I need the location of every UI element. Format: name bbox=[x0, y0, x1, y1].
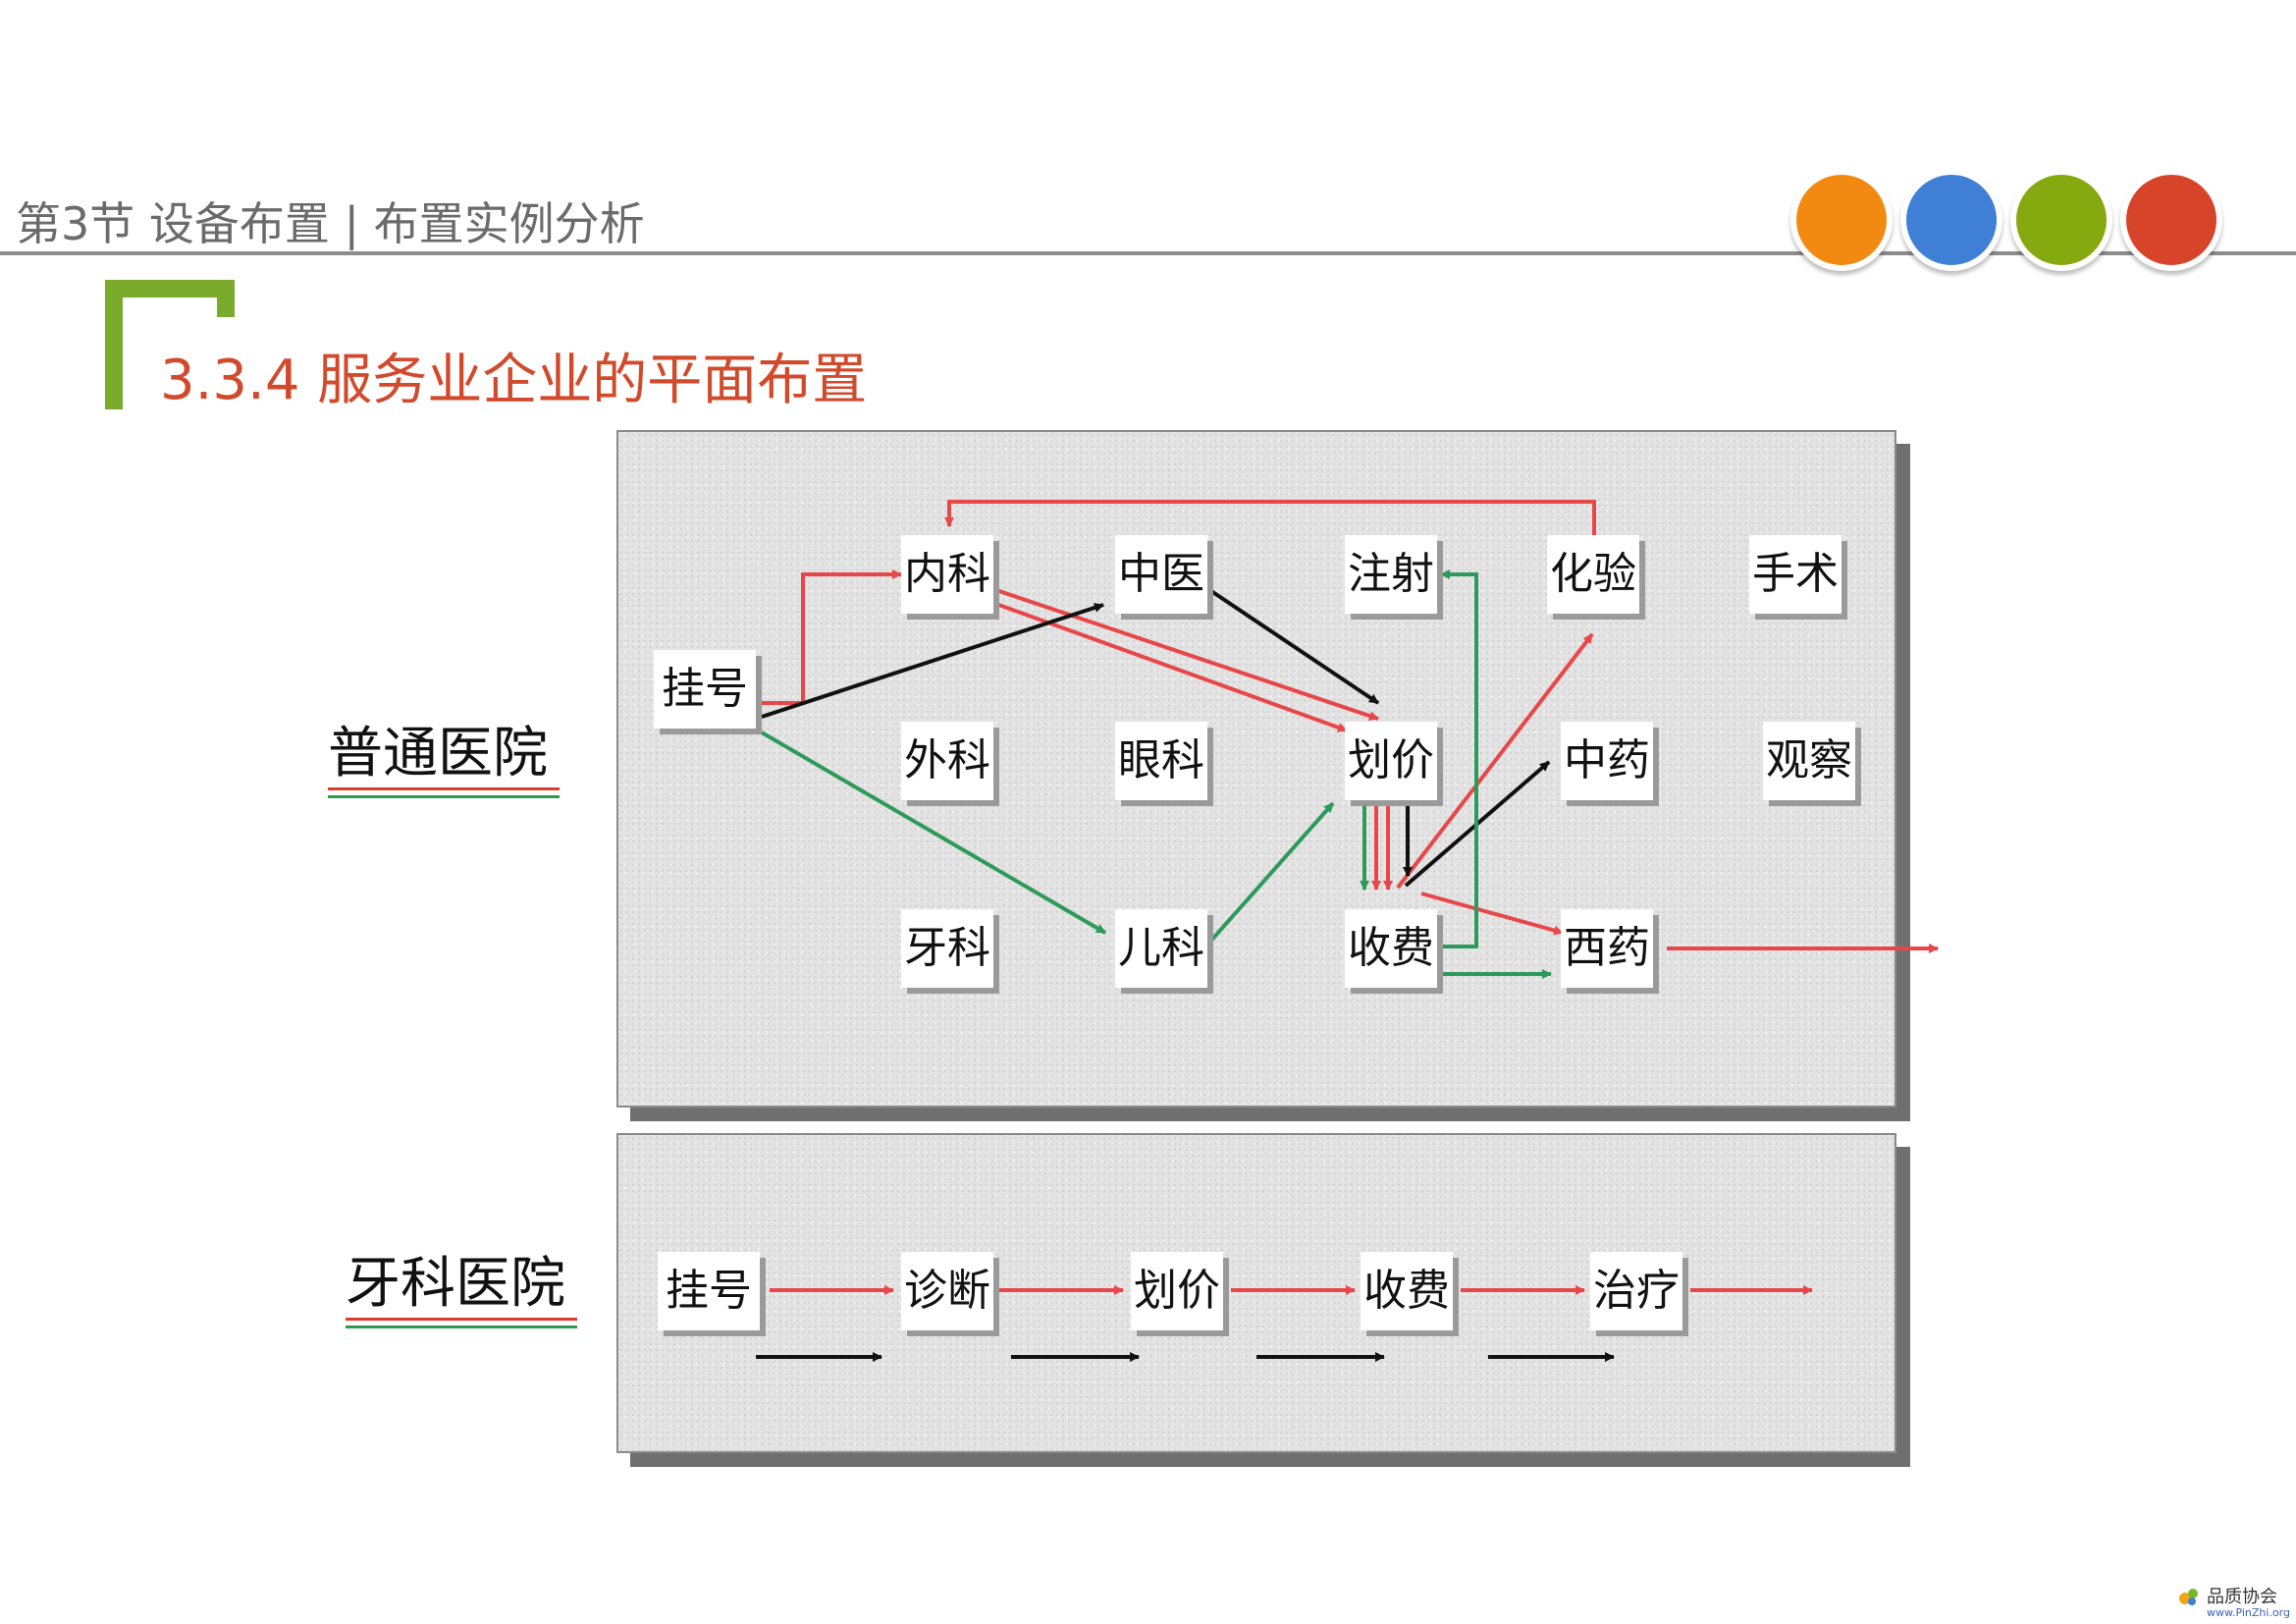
node-waike: 外科 bbox=[901, 722, 993, 800]
label-underline-red bbox=[346, 1318, 577, 1321]
node-zhushe: 注射 bbox=[1345, 535, 1437, 614]
node-erke: 儿科 bbox=[1115, 909, 1207, 988]
pinzhi-logo: 品质协会 www.PinZhi.org bbox=[2207, 1583, 2290, 1619]
node-d-zhenduan: 诊断 bbox=[901, 1252, 993, 1330]
node-d-guahao: 挂号 bbox=[658, 1252, 760, 1330]
pinzhi-logo-icon bbox=[2179, 1589, 2198, 1605]
node-zhongyao: 中药 bbox=[1561, 722, 1653, 800]
node-yanke: 眼科 bbox=[1115, 722, 1207, 800]
section-bracket-top bbox=[105, 280, 235, 298]
node-shoushu: 手术 bbox=[1749, 535, 1842, 614]
node-d-huajia: 划价 bbox=[1131, 1252, 1223, 1330]
page-header-title: 第3节 设备布置 | 布置实例分析 bbox=[16, 197, 645, 250]
arrow-guahao-zhongyi bbox=[761, 603, 1104, 719]
node-zhongyi: 中医 bbox=[1115, 535, 1207, 614]
node-yake: 牙科 bbox=[901, 909, 993, 988]
section-title: 3.3.4 服务业企业的平面布置 bbox=[160, 349, 868, 412]
arrow-zhongyi-huajia bbox=[1203, 585, 1380, 705]
label-underline-green bbox=[346, 1326, 577, 1328]
node-guancha: 观察 bbox=[1763, 722, 1855, 800]
dental-hospital-panel bbox=[616, 1133, 1896, 1453]
header-divider bbox=[0, 251, 2296, 255]
red-flows bbox=[762, 500, 1939, 953]
arrow-shoufei-zhushe bbox=[1433, 569, 1478, 948]
arrow-shoufei-huayan bbox=[1396, 632, 1594, 890]
node-neike: 内科 bbox=[901, 535, 993, 614]
arrow-neike-huajia-1 bbox=[992, 587, 1379, 721]
node-huajia: 划价 bbox=[1345, 722, 1437, 800]
section-bracket-tip bbox=[217, 280, 235, 317]
arrow-guahao-neike bbox=[762, 569, 902, 705]
blue-dot bbox=[1900, 169, 2002, 271]
red-dot bbox=[2120, 169, 2222, 271]
label-underline-green bbox=[328, 795, 560, 798]
label-underline-red bbox=[328, 787, 560, 790]
node-d-shoufei: 收费 bbox=[1361, 1252, 1453, 1330]
section-bracket bbox=[105, 280, 123, 409]
arrow-erke-huajia bbox=[1207, 801, 1335, 945]
node-huayan: 化验 bbox=[1547, 535, 1639, 614]
green-dot bbox=[2010, 169, 2112, 271]
arrow-shoufei-xiyao bbox=[1420, 892, 1564, 936]
node-shoufei: 收费 bbox=[1345, 909, 1437, 988]
orange-dot bbox=[1790, 169, 1893, 271]
logo-url: www.PinZhi.org bbox=[2207, 1606, 2290, 1619]
node-xiyao: 西药 bbox=[1561, 909, 1653, 988]
general-hospital-label: 普通医院 bbox=[328, 722, 548, 785]
node-d-zhiliao: 治疗 bbox=[1590, 1252, 1682, 1330]
green-flows bbox=[760, 569, 1552, 979]
logo-brand: 品质协会 bbox=[2207, 1587, 2277, 1607]
arrow-neike-huajia-2 bbox=[992, 601, 1348, 732]
node-guahao: 挂号 bbox=[654, 650, 756, 729]
general-hospital-panel bbox=[616, 430, 1896, 1108]
dental-hospital-label: 牙科医院 bbox=[346, 1252, 565, 1316]
arrow-guahao-erke bbox=[760, 731, 1107, 935]
arrow-huayan-neike bbox=[944, 500, 1596, 538]
